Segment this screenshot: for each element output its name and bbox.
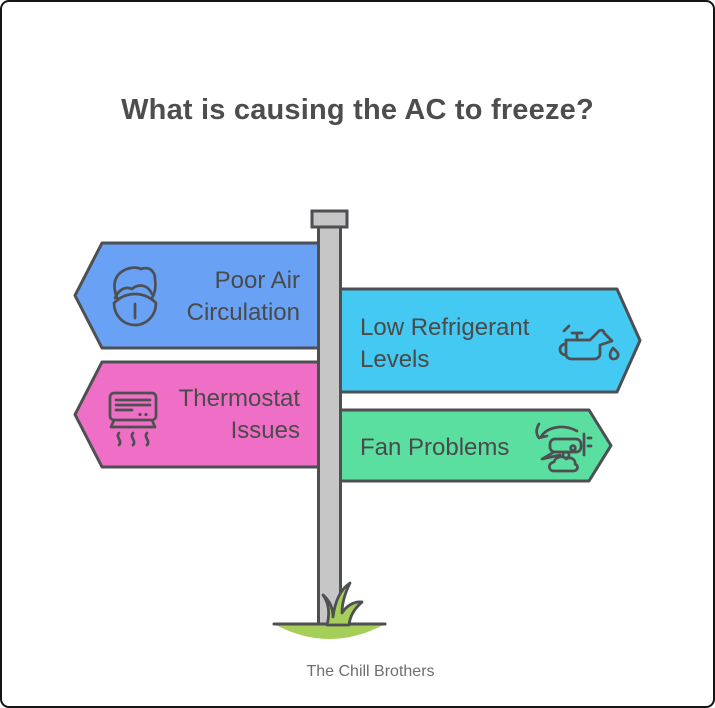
grass-tuft xyxy=(321,581,364,627)
sign-label-thermostat-issues: Thermostat Issues xyxy=(179,383,300,447)
grass-mound xyxy=(274,624,385,639)
sign-label-line: Low Refrigerant xyxy=(360,314,530,341)
sign-label-low-refrigerant-levels: Low Refrigerant Levels xyxy=(360,312,529,376)
sign-label-line: Levels xyxy=(360,346,430,373)
signpost-cap xyxy=(310,209,349,229)
sign-thermostat-issues xyxy=(73,360,336,469)
person-mask-icon xyxy=(112,266,158,327)
brand-footer: The Chill Brothers xyxy=(306,663,435,680)
sign-label-line: Thermostat xyxy=(178,385,300,412)
signpost-pole xyxy=(317,224,342,627)
sign-label-line: Poor Air xyxy=(214,267,300,294)
oil-can-icon xyxy=(558,324,620,361)
sign-label-fan-problems: Fan Problems xyxy=(360,432,509,464)
air-conditioner-icon xyxy=(108,391,158,447)
page-title: What is causing the AC to freeze? xyxy=(121,94,594,126)
propeller-plane-icon xyxy=(535,422,593,473)
sign-label-line: Circulation xyxy=(186,299,300,326)
sign-label-line: Fan Problems xyxy=(360,434,510,461)
sign-label-line: Issues xyxy=(230,417,300,444)
sign-label-poor-air-circulation: Poor Air Circulation xyxy=(187,265,300,329)
